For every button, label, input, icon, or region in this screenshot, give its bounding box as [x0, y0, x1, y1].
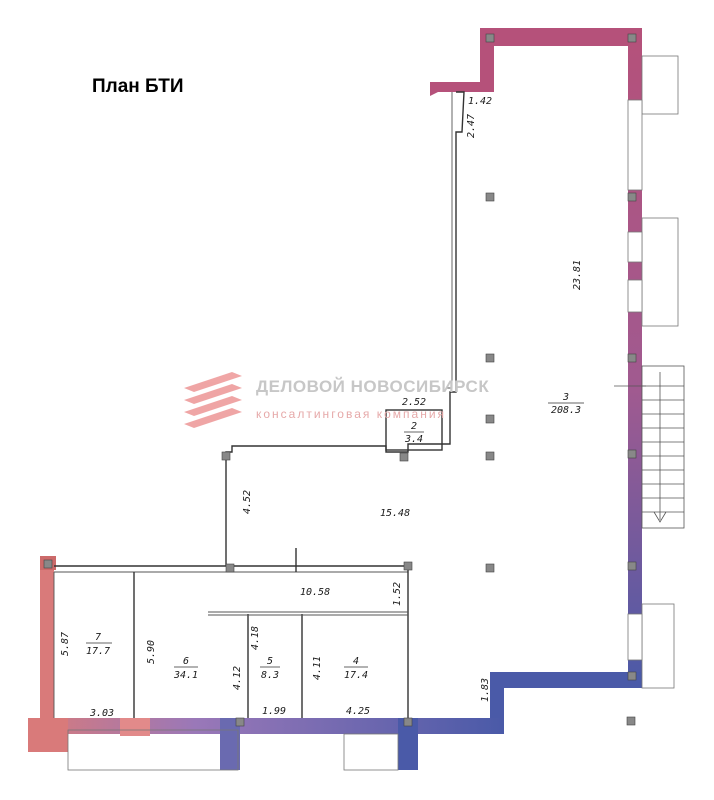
- outer-wall: [28, 28, 642, 770]
- dim-1-99: 1.99: [262, 706, 286, 717]
- dim-23-81: 23.81: [572, 260, 583, 290]
- watermark-logo-icon: [184, 372, 242, 428]
- dim-5-87: 5.87: [60, 632, 71, 656]
- dim-3-03: 3.03: [89, 708, 114, 719]
- columns: [43, 33, 637, 727]
- dim-1-52: 1.52: [392, 582, 403, 606]
- room-7-number: 7: [95, 632, 101, 643]
- room-3-number: 3: [562, 392, 569, 403]
- dim-2-47: 2.47: [466, 114, 477, 138]
- windows-right: [627, 55, 679, 689]
- dim-4-25: 4.25: [346, 706, 370, 717]
- room-2-number: 2: [411, 421, 417, 432]
- dim-4-18: 4.18: [250, 626, 261, 650]
- dim-4-52: 4.52: [242, 490, 253, 514]
- dim-4-11: 4.11: [312, 656, 323, 680]
- dim-4-12: 4.12: [232, 666, 243, 690]
- watermark-line2: консалтинговая компания: [256, 407, 446, 421]
- dim-1-42: 1.42: [468, 96, 492, 107]
- plan-title: План БТИ: [92, 76, 184, 97]
- room-7-area: 17.7: [86, 646, 110, 657]
- watermark-line1: ДЕЛОВОЙ НОВОСИБИРСК: [256, 377, 489, 396]
- room-4-area: 17.4: [344, 670, 368, 681]
- stair: [614, 365, 685, 529]
- watermark: ДЕЛОВОЙ НОВОСИБИРСК консалтинговая компа…: [184, 372, 489, 428]
- room-5-number: 5: [267, 656, 273, 667]
- room-3-area: 208.3: [551, 405, 581, 416]
- room-4-number: 4: [353, 656, 359, 667]
- room-5-area: 8.3: [261, 670, 279, 681]
- dimension-labels: 1.42 2.47 23.81 2.52 4.52 15.48 10.58 1.…: [60, 96, 583, 719]
- room-6-number: 6: [183, 656, 189, 667]
- room-2-area: 3.4: [404, 434, 423, 445]
- dim-1-83: 1.83: [480, 678, 491, 702]
- room-6-area: 34.1: [173, 670, 198, 681]
- room-labels: 7 17.7 6 34.1 5 8.3 4 17.4 2 3.4 3 208.3: [86, 392, 584, 681]
- dim-2-52: 2.52: [402, 397, 426, 408]
- dim-5-90: 5.90: [146, 640, 157, 664]
- dim-10-58: 10.58: [300, 587, 330, 598]
- dim-15-48: 15.48: [380, 508, 410, 519]
- inner-walls: [53, 91, 465, 771]
